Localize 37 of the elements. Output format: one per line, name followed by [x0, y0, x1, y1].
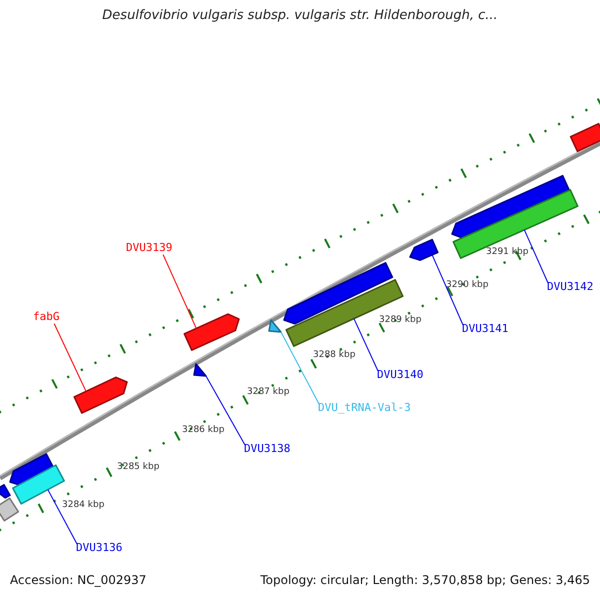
leader-line	[353, 318, 378, 372]
scale-label: 3291 kbp	[486, 247, 528, 258]
leader-line	[162, 254, 197, 329]
gene-feature	[451, 174, 570, 239]
leader-line	[206, 376, 246, 446]
gene-block	[0, 498, 20, 522]
gene-label: DVU3136	[76, 542, 122, 555]
gene-marker	[268, 319, 282, 333]
gene-feature	[184, 313, 240, 351]
gene-block	[570, 122, 600, 152]
gene-marker	[193, 363, 207, 377]
scale-label: 3284 kbp	[62, 500, 104, 510]
gene-label: DVU_tRNA-Val-3	[318, 402, 411, 415]
leader-line	[524, 229, 548, 284]
gene-label: fabG	[33, 311, 60, 324]
gene-feature	[73, 376, 128, 414]
gene-block	[452, 189, 578, 259]
leader-line	[432, 254, 464, 326]
gene-label: DVU3141	[462, 323, 508, 336]
footer-text: Topology: circular; Length: 3,570,858 bp; Genes: 3,465	[260, 574, 590, 588]
scale-label: 3290 kbp	[446, 280, 488, 290]
scale-label: 3288 kbp	[313, 350, 356, 360]
leader-line	[47, 489, 78, 544]
gene-label: DVU3142	[547, 281, 594, 294]
leader-line	[280, 332, 320, 404]
gene-label: DVU3138	[244, 443, 290, 456]
scale-label: 3287 kbp	[247, 387, 290, 398]
gene-label: DVU3139	[126, 242, 172, 255]
gene-feature	[409, 238, 439, 261]
title: Desulfovibrio vulgaris subsp. vulgaris str. Hildenborough, c...	[101, 9, 499, 24]
gene-label: DVU3140	[377, 369, 424, 382]
scale-label: 3289 kbp	[379, 315, 422, 326]
scale-label: 3285 kbp	[117, 462, 160, 472]
scale-label: 3286 kbp	[182, 425, 224, 436]
footer-text: Accession: NC_002937	[10, 574, 146, 588]
gene-block	[285, 279, 404, 347]
leader-line	[54, 323, 86, 392]
